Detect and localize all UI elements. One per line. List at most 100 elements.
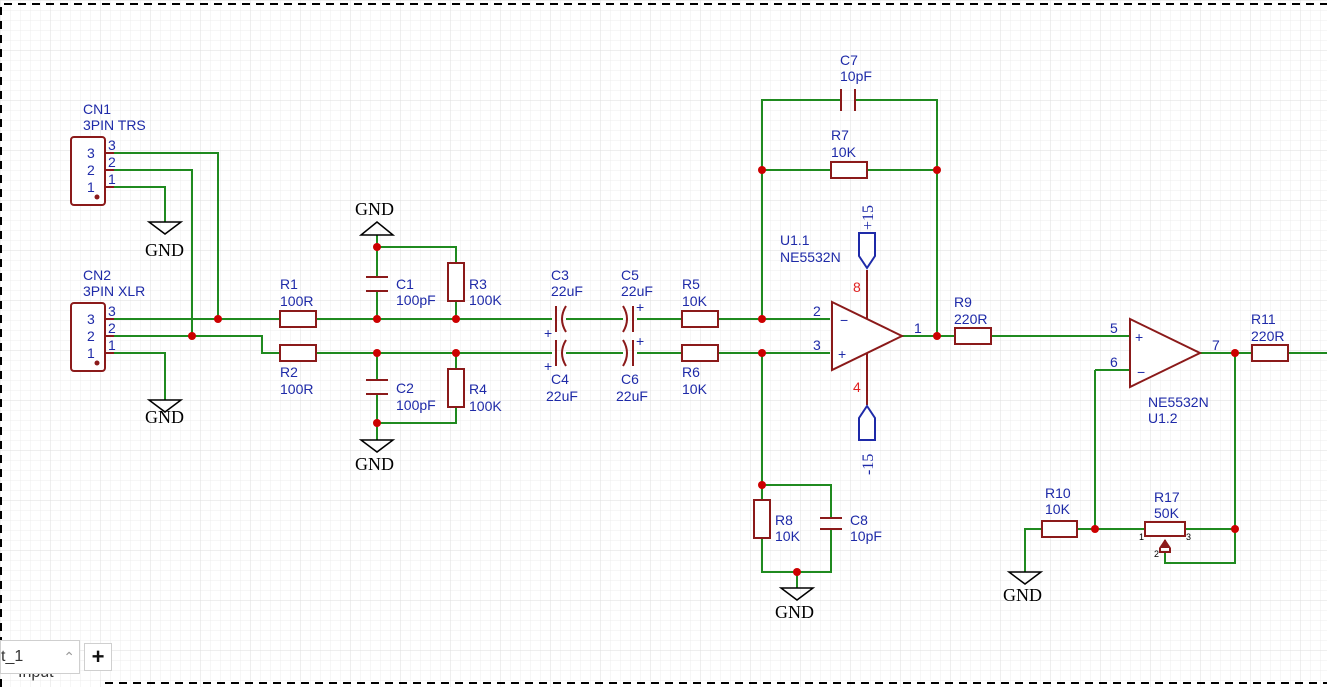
- c3-ref: C3: [551, 267, 569, 283]
- resistor-r8[interactable]: [753, 499, 771, 539]
- capacitor-c5[interactable]: [622, 305, 634, 333]
- resistor-r11[interactable]: [1251, 344, 1289, 362]
- potentiometer-r17[interactable]: [1144, 521, 1186, 553]
- c6-ref: C6: [621, 371, 639, 387]
- capacitor-c8[interactable]: [820, 517, 842, 530]
- capacitor-c2[interactable]: [366, 379, 388, 395]
- gnd-symbol-cn1[interactable]: GND: [145, 221, 184, 260]
- gnd-symbol-top[interactable]: GND: [355, 199, 396, 236]
- r6-value: 10K: [682, 381, 708, 397]
- cn2-pin-number: 1: [108, 337, 116, 353]
- u1-2-pin-number: 7: [1212, 337, 1220, 353]
- gnd-symbol-r10[interactable]: GND: [1003, 571, 1044, 605]
- r3-value: 100K: [469, 292, 502, 308]
- resistor-r1[interactable]: [279, 310, 317, 328]
- cn2-pin-number: 2: [108, 320, 116, 336]
- gnd-label: GND: [1003, 585, 1042, 605]
- c1-value: 100pF: [396, 292, 436, 308]
- r17-ref: R17: [1154, 489, 1180, 505]
- u1-2-pin-number: 5: [1110, 320, 1118, 336]
- u1-1-value: NE5532N: [780, 249, 841, 265]
- r5-value: 10K: [682, 293, 708, 309]
- c7-ref: C7: [840, 52, 858, 68]
- gnd-label: GND: [355, 199, 394, 219]
- connector-cn2[interactable]: 3 2 1 3 2 1: [70, 302, 116, 372]
- opamp-u1-1[interactable]: [831, 232, 905, 441]
- r2-value: 100R: [280, 381, 313, 397]
- opamp-plus-sign: +: [1135, 329, 1143, 345]
- resistor-r5[interactable]: [681, 310, 719, 328]
- add-sheet-button[interactable]: +: [84, 643, 112, 671]
- u1-2-value: NE5532N: [1148, 394, 1209, 410]
- vneg-label: -15: [860, 454, 877, 475]
- r8-value: 10K: [775, 528, 801, 544]
- r11-ref: R11: [1251, 311, 1276, 327]
- u1-1-pin-number: 8: [853, 279, 861, 295]
- r11-value: 220R: [1251, 328, 1284, 344]
- cn1-pin-number: 1: [108, 171, 116, 187]
- cn1-value: 3PIN TRS: [83, 117, 146, 133]
- resistor-r6[interactable]: [681, 344, 719, 362]
- r4-value: 100K: [469, 398, 502, 414]
- capacitor-c3[interactable]: [555, 305, 567, 333]
- opamp-minus-sign: −: [840, 312, 848, 328]
- resistor-r9[interactable]: [954, 327, 992, 345]
- capacitor-c6[interactable]: [622, 339, 634, 367]
- r10-ref: R10: [1045, 485, 1071, 501]
- capacitor-c1[interactable]: [366, 276, 388, 292]
- cn2-ref: CN2: [83, 267, 111, 283]
- chevron-up-icon[interactable]: ⌃: [63, 648, 75, 665]
- gnd-symbol-bottom[interactable]: GND: [355, 439, 396, 474]
- r1-value: 100R: [280, 293, 313, 309]
- capacitor-c7[interactable]: [840, 89, 856, 111]
- c4-value: 22uF: [546, 388, 578, 404]
- pin1-marker-icon: [94, 194, 100, 200]
- gnd-label: GND: [145, 407, 184, 427]
- cn1-pin-number: 2: [108, 154, 116, 170]
- r17-value: 50K: [1154, 505, 1180, 521]
- gnd-label: GND: [775, 602, 814, 622]
- resistor-r4[interactable]: [447, 368, 465, 408]
- u1-1-pin-number: 3: [813, 337, 821, 353]
- c8-ref: C8: [850, 512, 868, 528]
- u1-1-pin-number: 2: [813, 303, 821, 319]
- opamp-u1-2[interactable]: [1129, 317, 1203, 389]
- resistor-r7[interactable]: [830, 161, 868, 179]
- resistor-r3[interactable]: [447, 262, 465, 302]
- sheet-tab-bar: t_1 ⌃ +: [0, 639, 112, 675]
- r7-value: 10K: [831, 144, 857, 160]
- sheet-frame: [0, 3, 1327, 687]
- c2-value: 100pF: [396, 397, 436, 413]
- r6-ref: R6: [682, 364, 700, 380]
- gnd-symbol-cn2[interactable]: GND: [145, 399, 184, 427]
- cn1-pin-label: 3: [87, 145, 95, 161]
- wires: [114, 99, 1327, 588]
- r2-ref: R2: [280, 364, 298, 380]
- capacitor-c4[interactable]: [555, 339, 567, 367]
- c6-value: 22uF: [616, 388, 648, 404]
- c5-value: 22uF: [621, 283, 653, 299]
- c2-ref: C2: [396, 380, 414, 396]
- u1-1-pin-number: 4: [853, 379, 861, 395]
- r5-ref: R5: [682, 276, 700, 292]
- resistor-r10[interactable]: [1041, 520, 1078, 538]
- c5-ref: C5: [621, 267, 639, 283]
- pin1-marker-icon: [94, 360, 100, 366]
- r3-ref: R3: [469, 276, 487, 292]
- connector-cn1[interactable]: 3 2 1 3 2 1: [70, 136, 116, 206]
- c6-polarity-plus: +: [636, 333, 644, 349]
- junctions: [188, 166, 1239, 576]
- plus-icon: +: [91, 644, 105, 669]
- cn2-pin-label: 2: [87, 328, 95, 344]
- cn2-pin-label: 1: [87, 345, 95, 361]
- resistor-r2[interactable]: [279, 344, 317, 362]
- c3-value: 22uF: [551, 283, 583, 299]
- c1-ref: C1: [396, 276, 414, 292]
- sheet-tab[interactable]: t_1 ⌃: [0, 640, 80, 674]
- u1-1-ref: U1.1: [780, 232, 810, 248]
- gnd-symbol-r8[interactable]: GND: [775, 587, 816, 622]
- cn1-pin-label: 1: [87, 179, 95, 195]
- pot-pin-number: 2: [1154, 549, 1159, 559]
